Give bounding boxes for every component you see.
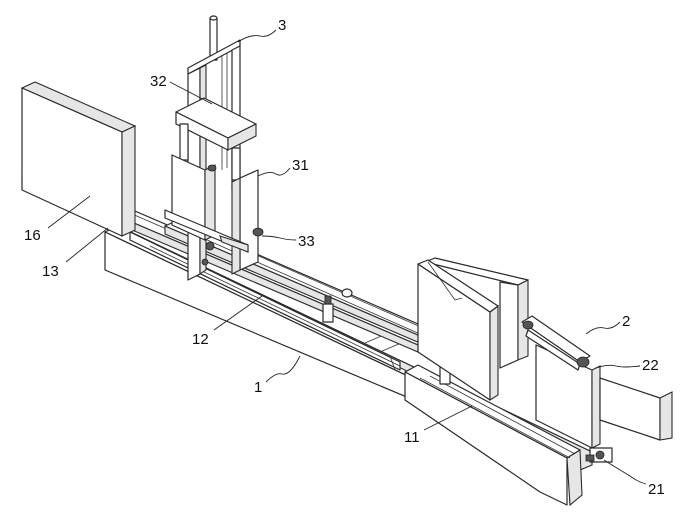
label-3: 3 (278, 17, 286, 34)
label-22: 22 (642, 357, 659, 374)
label-2: 2 (622, 313, 630, 330)
end-plate (20, 81, 137, 237)
label-12: 12 (192, 331, 209, 348)
label-31: 31 (292, 157, 309, 174)
label-11: 11 (404, 429, 420, 446)
label-32: 32 (150, 73, 167, 90)
label-33: 33 (298, 233, 315, 250)
reference-labels: 3 32 31 33 16 13 12 1 11 2 22 21 (24, 17, 665, 498)
leader-lines (47, 29, 647, 485)
label-1: 1 (254, 379, 262, 396)
press-station (164, 15, 264, 281)
label-16: 16 (24, 227, 41, 244)
label-21: 21 (648, 481, 665, 498)
label-13: 13 (42, 263, 59, 280)
folding-station (417, 257, 673, 463)
